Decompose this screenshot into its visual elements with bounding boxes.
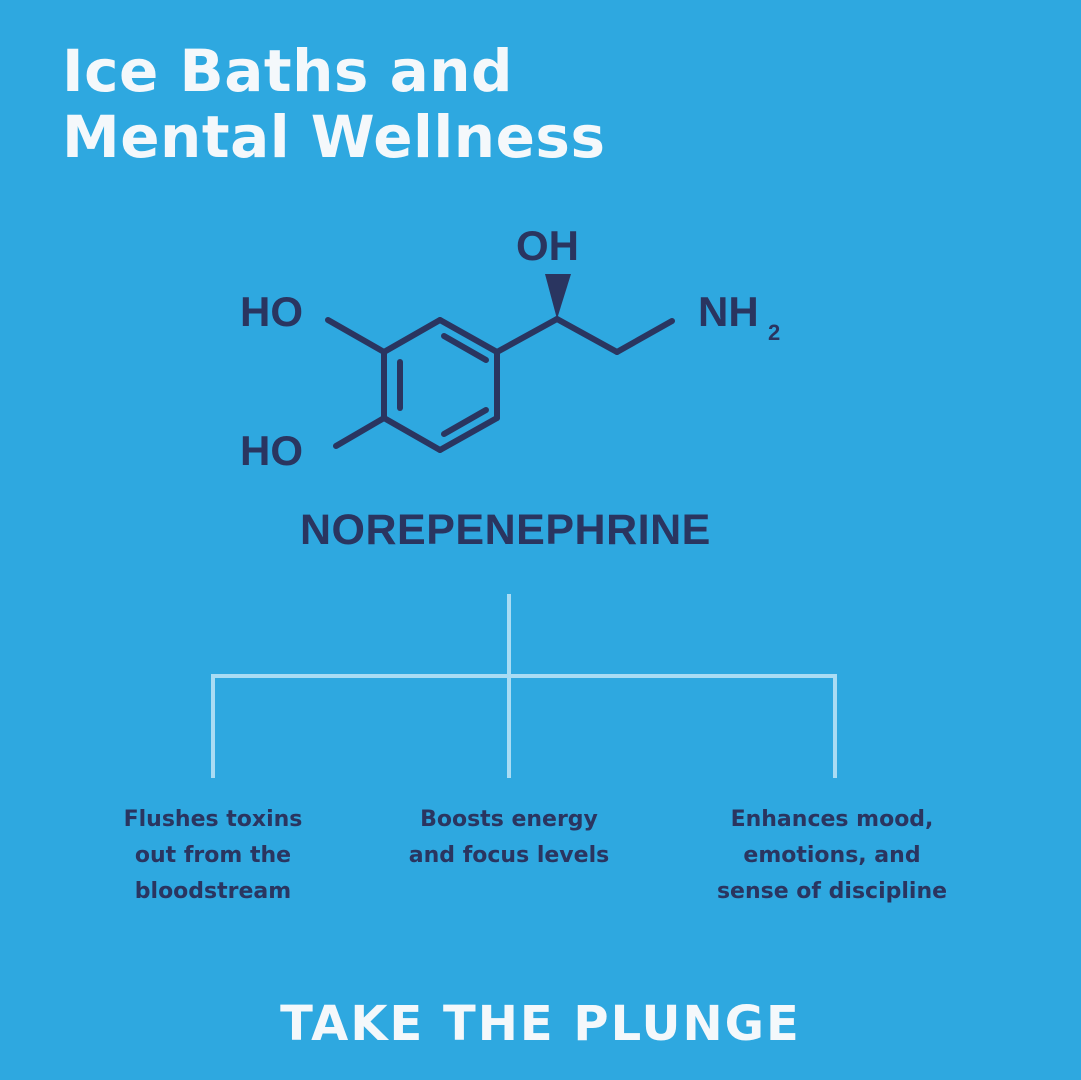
wedge-bond-oh [545, 274, 571, 319]
label-ho-lower: HO [240, 427, 303, 474]
ring-bond-top-left [381, 317, 443, 355]
ring-bond-bottom-right [437, 415, 500, 453]
ring-double-bond-bottom [441, 407, 489, 437]
bond-ho-lower [333, 415, 387, 449]
label-nh-subscript: 2 [768, 320, 780, 345]
norepinephrine-structure-diagram: OH HO HO NH 2 [240, 222, 780, 474]
ring-bond-top-right [437, 317, 500, 355]
bond-chiral-to-ch2 [554, 316, 620, 355]
effect-energy: Boosts energy and focus levels [408, 807, 610, 868]
bond-ch2-to-nh2 [614, 318, 675, 355]
label-oh-top: OH [516, 222, 579, 269]
effect-mood: Enhances mood, emotions, and sense of di… [716, 807, 948, 904]
page-title: Ice Baths and Mental Wellness [62, 38, 605, 170]
title-line-1: Ice Baths and [62, 37, 514, 105]
bond-ring-to-chiral [494, 316, 560, 355]
compound-name: NOREPENEPHRINE [300, 506, 711, 554]
ring-bond-bottom-left [381, 415, 443, 453]
effects-connector-tree [211, 594, 837, 778]
bond-ho-upper [325, 317, 387, 355]
title-line-2: Mental Wellness [62, 103, 606, 171]
effect-toxins: Flushes toxins out from the bloodstream [123, 807, 303, 904]
label-nh: NH [698, 288, 759, 335]
label-ho-upper: HO [240, 288, 303, 335]
call-to-action: TAKE THE PLUNGE [280, 996, 801, 1052]
ring-double-bond-top [441, 333, 489, 363]
